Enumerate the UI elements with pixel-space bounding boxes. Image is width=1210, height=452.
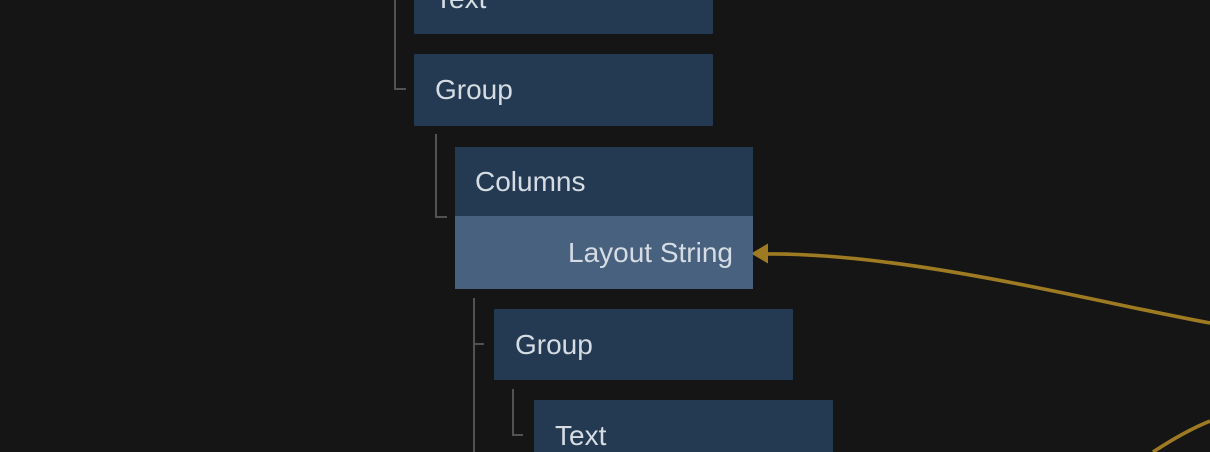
tree-node-columns: Columns Layout String bbox=[455, 147, 753, 289]
tree-connector-elbow bbox=[394, 0, 406, 90]
tree-connector-elbow bbox=[512, 389, 523, 436]
input-socket-label: Layout String bbox=[568, 236, 733, 268]
tree-node-group-inner[interactable]: Group bbox=[494, 309, 793, 380]
tree-connector-elbow bbox=[435, 134, 447, 218]
node-label: Text bbox=[435, 0, 486, 15]
node-header-columns[interactable]: Columns bbox=[455, 147, 753, 216]
wire-arrowhead-icon bbox=[751, 243, 768, 264]
node-label: Group bbox=[435, 74, 513, 105]
input-socket-layout-string[interactable]: Layout String bbox=[455, 216, 753, 289]
connection-wire-bottom-right[interactable] bbox=[1152, 419, 1210, 452]
tree-node-text-top[interactable]: Text bbox=[414, 0, 713, 34]
tree-node-text-bottom[interactable]: Text bbox=[534, 400, 833, 452]
node-label: Text bbox=[555, 420, 607, 451]
tree-node-group-outer[interactable]: Group bbox=[414, 54, 713, 126]
connection-wire-layout-string[interactable] bbox=[765, 252, 1210, 325]
node-label: Group bbox=[515, 328, 593, 360]
node-label: Columns bbox=[475, 165, 586, 197]
